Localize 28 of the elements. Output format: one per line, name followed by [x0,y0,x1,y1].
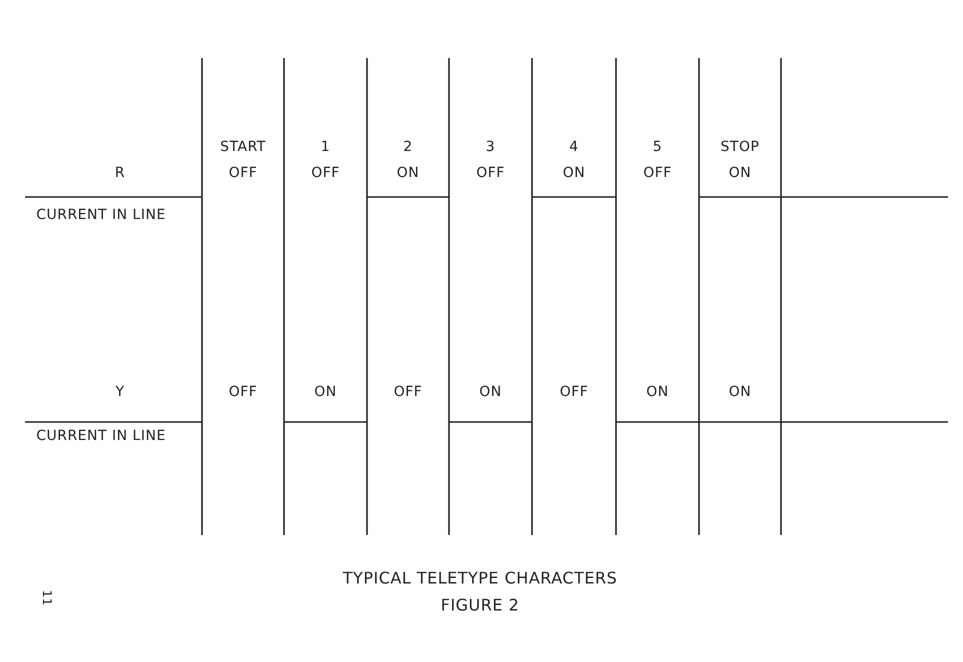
figure-number: FIGURE 2 [440,596,520,614]
state-label: ON [646,384,669,400]
column-header: 5 [652,139,662,155]
signal-name: R [114,165,126,181]
state-label: OFF [560,384,588,400]
state-label: OFF [228,384,258,400]
state-label: ON [562,165,586,181]
state-label: ON [728,384,752,400]
state-label: ON [728,165,752,181]
state-label: OFF [476,165,505,181]
column-header: 3 [486,139,496,155]
column-header: 2 [403,139,413,155]
state-label: OFF [394,384,422,400]
signal-name: Y [115,384,125,400]
page-number: 11 [40,590,54,606]
axis-note: CURRENT IN LINE [36,428,166,444]
state-label: OFF [228,165,258,181]
state-label: OFF [643,165,672,181]
state-label: OFF [311,165,340,181]
column-header: START [220,139,266,155]
state-label: ON [396,165,420,181]
column-header: 4 [569,139,579,155]
column-header: STOP [720,139,760,155]
figure-caption: TYPICAL TELETYPE CHARACTERS [342,568,618,588]
state-label: ON [479,384,502,400]
column-header: 1 [320,139,330,155]
axis-note: CURRENT IN LINE [36,207,166,223]
state-label: ON [314,384,337,400]
